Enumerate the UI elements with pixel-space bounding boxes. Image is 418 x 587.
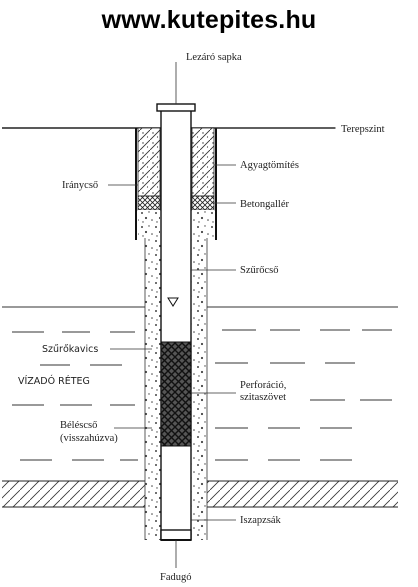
label-wooden-plug: Fadugó [160,572,192,583]
wooden-plug [160,529,192,541]
label-filter-gravel: Szűrőkavics [42,344,98,355]
filter-pipe [160,109,192,541]
label-ground-level: Terepszint [341,124,385,135]
label-perforation-line2: szitaszövet [240,392,286,403]
label-concrete-collar: Betongallér [240,199,289,210]
label-cap: Lezáró sapka [186,52,242,63]
gravel-pack-left [145,238,161,540]
concrete-collar-right [191,195,215,211]
label-sediment-trap: Iszapzsák [240,515,282,526]
perforated-screen [160,341,192,447]
label-filter-pipe: Szűrőcső [240,265,279,276]
label-perforation-line1: Perforáció, [240,380,286,391]
well-cap [156,103,196,112]
clay-seal-left [137,127,161,197]
label-aquifer: VÍZADÓ RÉTEG [18,375,90,387]
label-clay-seal: Agyagtömítés [240,160,299,171]
label-casing-line2: (visszahúzva) [60,433,118,444]
aquifer-dashes [12,329,392,461]
gravel-pack-right [191,238,207,540]
label-casing-line1: Béléscső [60,420,97,431]
water-level-marker [167,297,179,307]
site-title: www.kutepites.hu [101,6,317,34]
label-guide-pipe: Iránycső [62,180,98,191]
upper-gravel-right [192,210,214,238]
clay-seal-right [191,127,215,197]
concrete-collar-left [137,195,161,211]
upper-gravel-left [138,210,160,238]
